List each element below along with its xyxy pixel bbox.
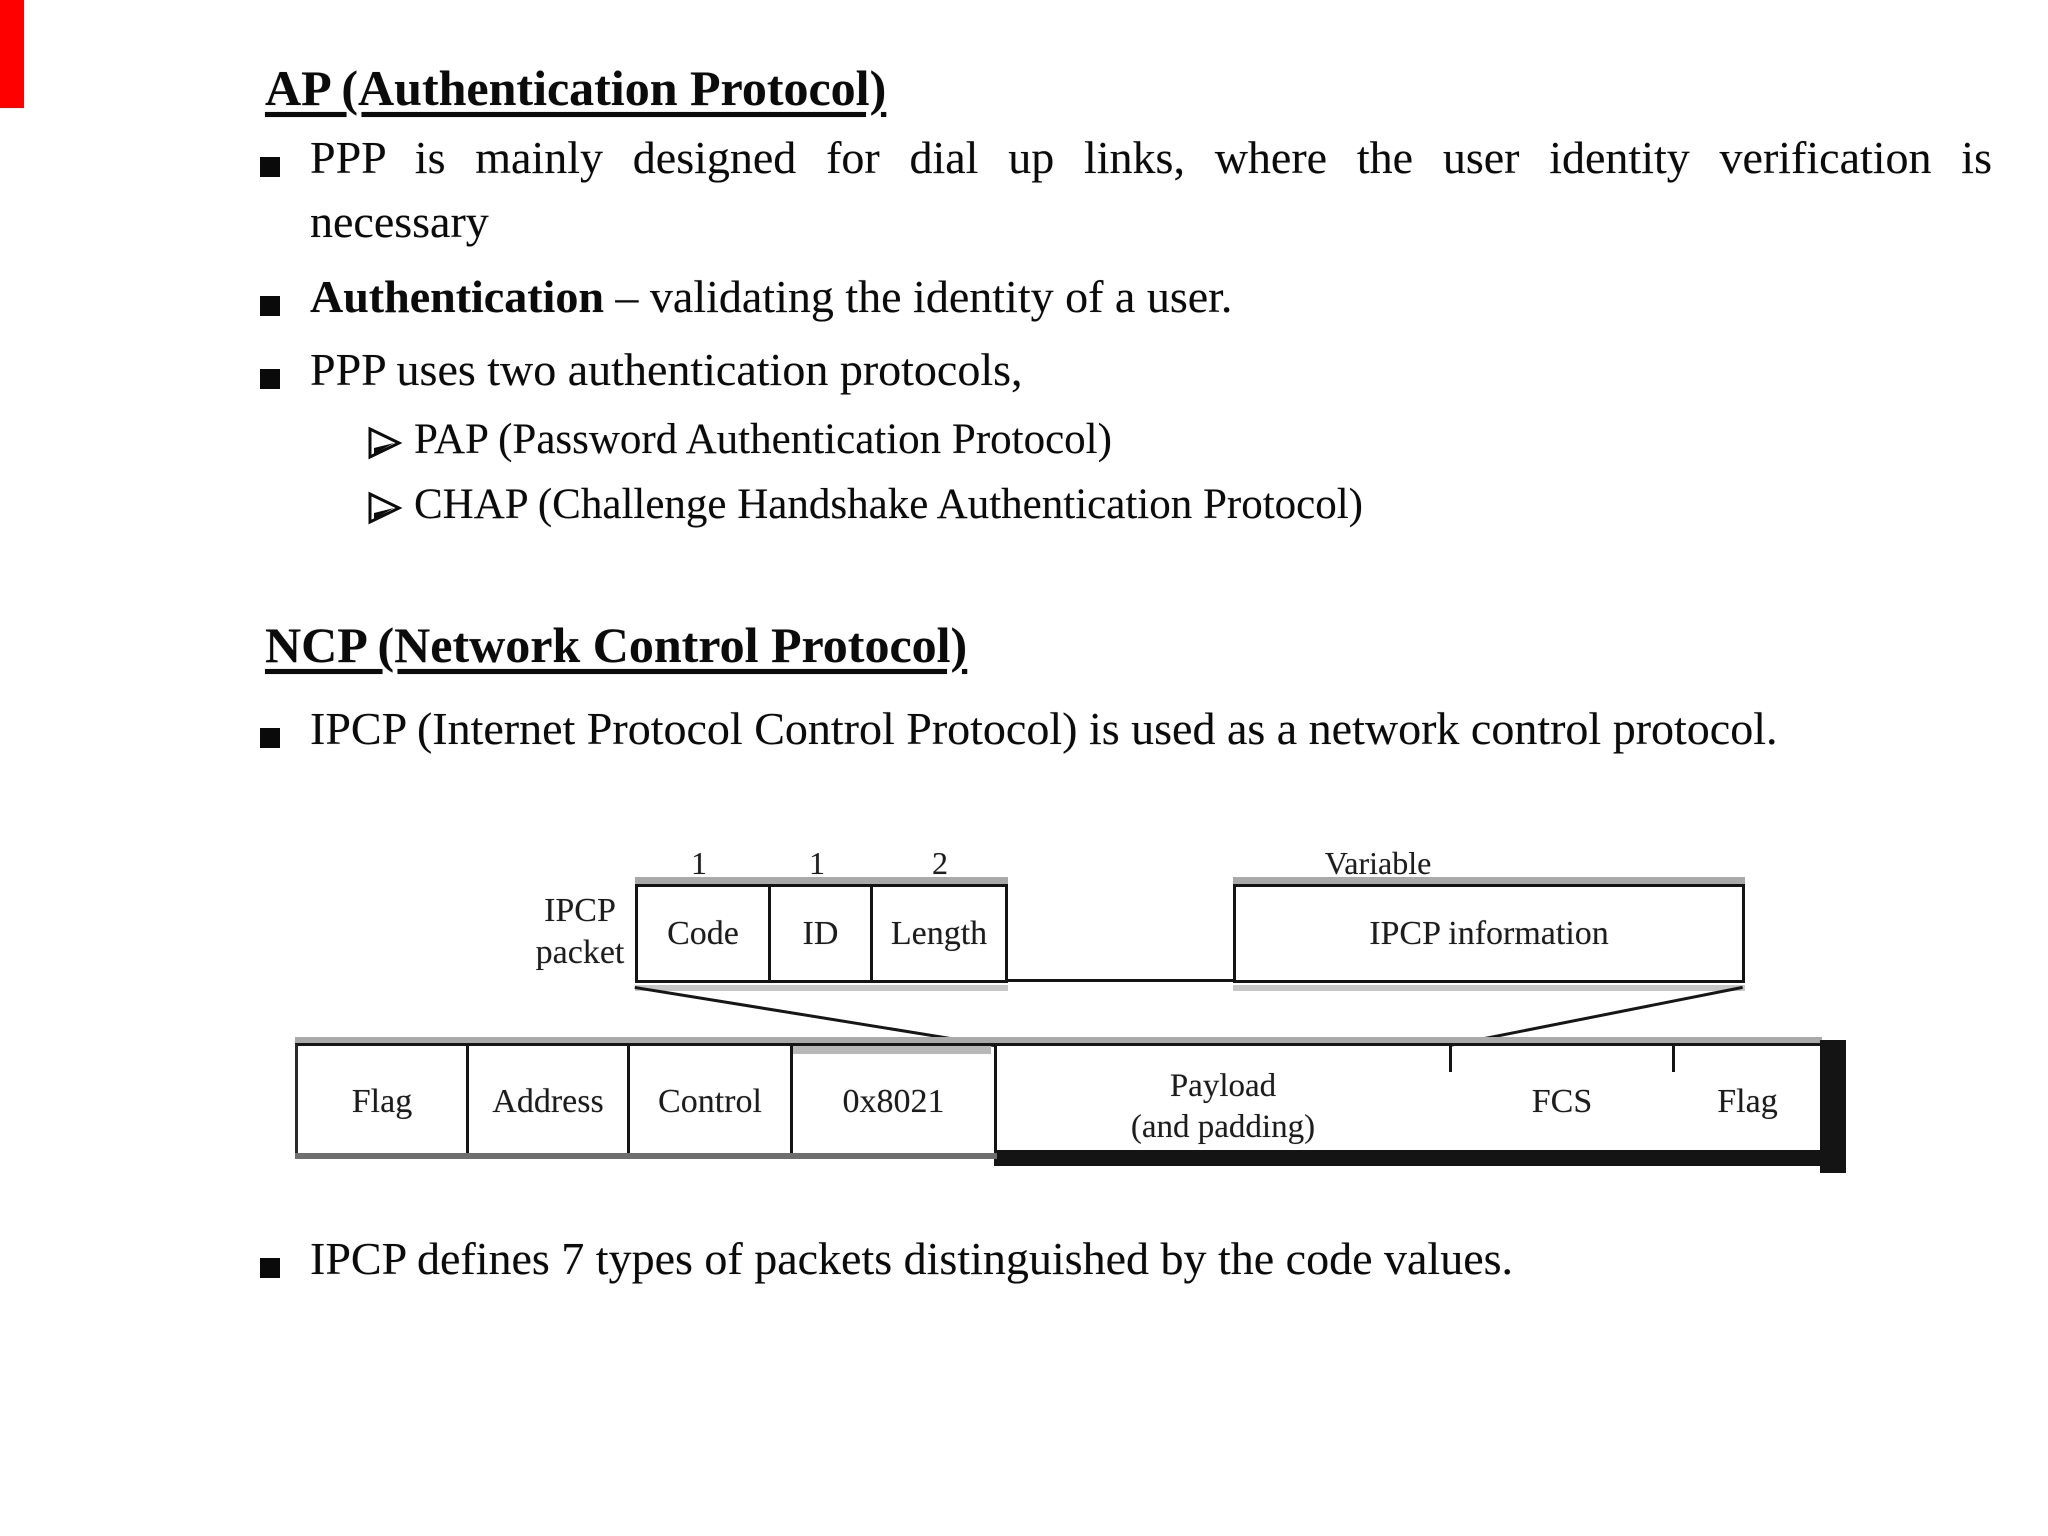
frame-divider (790, 1046, 793, 1153)
frame-field-control: Control (658, 1083, 762, 1120)
bullet-square (260, 369, 280, 389)
scan-shade-strip (635, 877, 1008, 884)
frame-field-fcs: FCS (1531, 1083, 1593, 1120)
frame-divider (627, 1046, 630, 1153)
sub-bullet-pap: PAP (Password Authentication Protocol) (414, 416, 1112, 463)
frame-divider-tick (1672, 1046, 1675, 1072)
scan-shade-strip (1233, 877, 1745, 884)
bullet-authentication: Authentication – validating the identity… (310, 274, 1232, 320)
scan-shade-strip (635, 985, 1008, 991)
size-label-length: 2 (932, 845, 948, 881)
bullet-square (260, 157, 280, 177)
bullet-square (260, 1258, 280, 1278)
ncp-heading: NCP (Network Control Protocol) (265, 617, 968, 673)
sub-bullet-chap: CHAP (Challenge Handshake Authentication… (414, 481, 1364, 528)
frame-field-flag2: Flag (1717, 1083, 1778, 1120)
frame-field-payload-line2: (and padding) (1130, 1109, 1316, 1145)
bullet-ppp-dialup-line1: PPP is mainly designed for dial up links… (310, 132, 1992, 183)
ipcp-packet-label-line2: packet (535, 934, 625, 971)
frame-field-payload: Payload (and padding) (997, 1066, 1449, 1148)
bullet-square (260, 728, 280, 748)
bullet-ppp-dialup-line2: necessary (310, 196, 489, 247)
authentication-term: Authentication (310, 271, 604, 322)
frame-field-protocol-0x8021: 0x8021 (842, 1083, 945, 1120)
frame-divider (994, 1046, 997, 1153)
ipcp-packet-label-line1: IPCP (544, 892, 616, 929)
arrow-bullet-icon (368, 426, 403, 460)
frame-bottom-left-border (295, 1153, 997, 1159)
bullet-ppp-dialup: PPP is mainly designed for dial up links… (310, 126, 1992, 254)
scan-shade-strip (793, 1046, 991, 1054)
field-box-id: ID (768, 884, 873, 983)
packet-bottom-connector-line (1005, 979, 1235, 982)
ppp-frame-outline (295, 1043, 1822, 1154)
frame-divider (466, 1046, 469, 1153)
frame-divider-tick (1449, 1046, 1452, 1072)
bullet-ipcp-used: IPCP (Internet Protocol Control Protocol… (310, 703, 1778, 754)
ipcp-packet-label: IPCP packet (505, 890, 655, 974)
size-label-id: 1 (809, 845, 825, 881)
scan-shade-strip (295, 1037, 1822, 1043)
size-label-code: 1 (691, 845, 707, 881)
authentication-definition: – validating the identity of a user. (603, 271, 1233, 322)
field-box-ipcp-information: IPCP information (1233, 884, 1745, 983)
arrow-bullet-icon (368, 491, 403, 525)
bullet-two-protocols: PPP uses two authentication protocols, (310, 344, 1023, 395)
ap-heading: AP (Authentication Protocol) (265, 60, 887, 116)
field-box-code: Code (635, 884, 771, 983)
frame-bottom-thick-border (994, 1150, 1846, 1166)
bullet-square (260, 296, 280, 316)
red-marker-bar (0, 0, 24, 108)
frame-field-address: Address (492, 1083, 604, 1120)
scan-shade-strip (1233, 985, 1745, 991)
bullet-ipcp-seven-types: IPCP defines 7 types of packets distingu… (310, 1233, 1514, 1284)
frame-field-payload-line1: Payload (1169, 1068, 1277, 1104)
frame-field-flag: Flag (351, 1083, 413, 1120)
size-label-variable: Variable (1324, 845, 1432, 881)
field-box-length: Length (870, 884, 1008, 983)
